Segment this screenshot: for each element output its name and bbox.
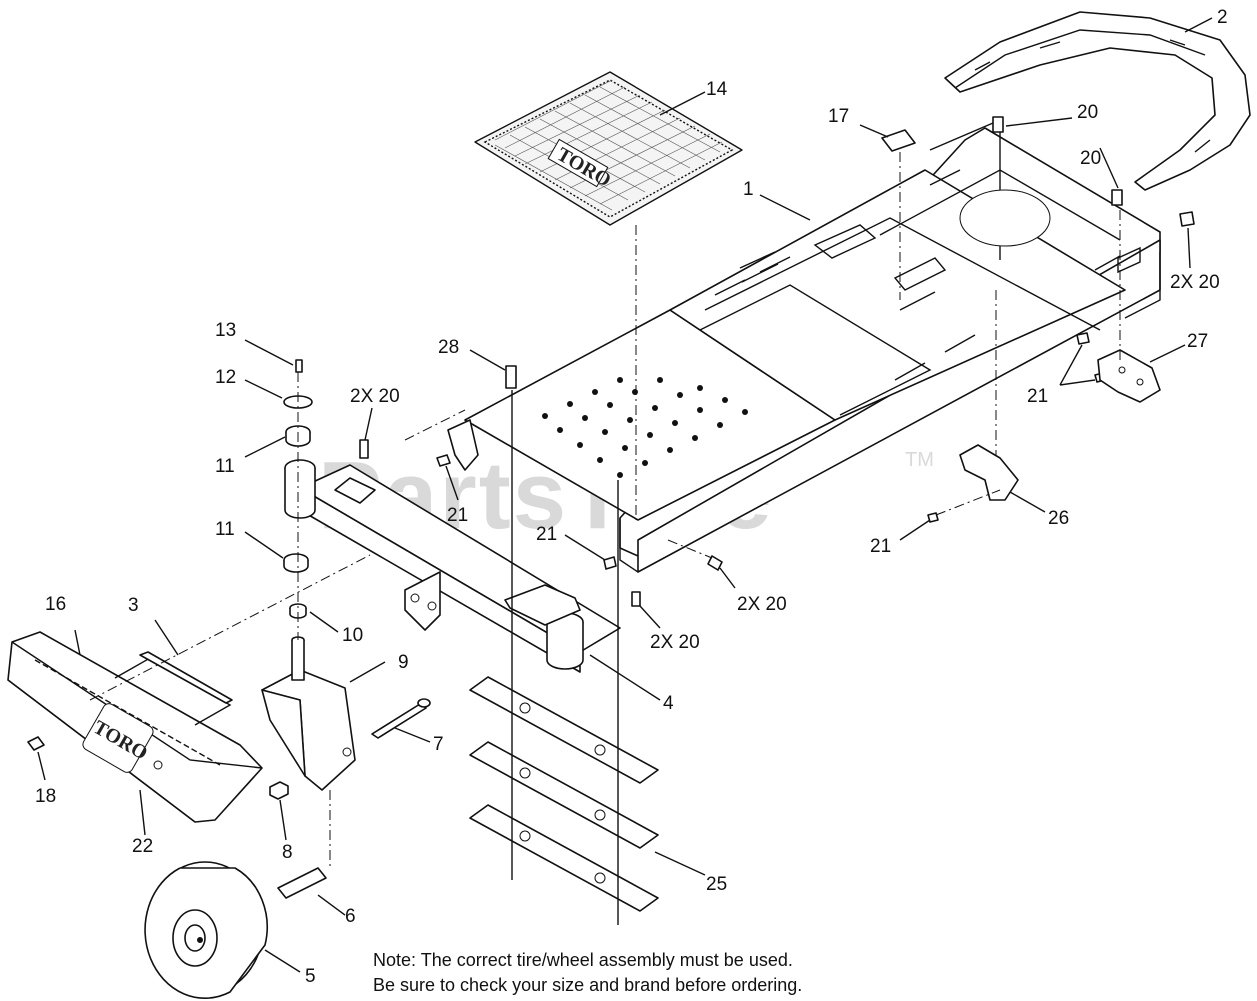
callout-21-left: 21 — [447, 505, 468, 526]
main-frame — [464, 118, 1161, 573]
caster-fork — [261, 636, 356, 791]
front-shroud: TORO — [7, 631, 263, 823]
callout-2x20-center: 2X 20 — [737, 594, 787, 615]
seat-mat: TORO — [474, 71, 743, 226]
callout-21-far-right: 21 — [1027, 386, 1048, 407]
note-line-1: Note: The correct tire/wheel assembly mu… — [373, 950, 793, 970]
callout-3: 3 — [128, 595, 139, 616]
spacer-plates — [469, 390, 659, 925]
callout-17: 17 — [828, 106, 849, 127]
callouts: 2 1 3 4 5 6 7 8 9 10 11 11 12 13 14 16 1… — [35, 7, 1228, 987]
assembly-lines — [89, 152, 1121, 870]
hardware — [27, 116, 1195, 899]
callout-13: 13 — [215, 320, 236, 341]
note-line-2: Be sure to check your size and brand bef… — [373, 975, 802, 995]
callout-1: 1 — [743, 179, 754, 200]
callout-2x20-left: 2X 20 — [350, 386, 400, 407]
callout-11-upper: 11 — [215, 456, 235, 477]
callout-22: 22 — [132, 836, 153, 857]
callout-9: 9 — [398, 652, 409, 673]
shroud-strip — [139, 651, 233, 704]
callout-20-lower: 20 — [1080, 148, 1101, 169]
front-axle — [284, 459, 621, 673]
callout-25: 25 — [706, 874, 727, 895]
callout-27: 27 — [1187, 331, 1208, 352]
callout-2: 2 — [1217, 7, 1228, 28]
callout-14: 14 — [706, 79, 728, 100]
caster-wheel — [144, 861, 268, 999]
callout-6: 6 — [345, 906, 356, 927]
callout-12: 12 — [215, 367, 236, 388]
callout-11-lower: 11 — [215, 519, 235, 540]
callout-26: 26 — [1048, 508, 1069, 529]
callout-20-upper: 20 — [1077, 102, 1098, 123]
callout-8: 8 — [282, 842, 293, 863]
callout-2x20-lower: 2X 20 — [650, 632, 700, 653]
callout-10: 10 — [342, 625, 363, 646]
callout-7: 7 — [433, 734, 444, 755]
callout-21-right: 21 — [870, 536, 891, 557]
callout-16: 16 — [45, 594, 66, 615]
callout-2x20-right: 2X 20 — [1170, 272, 1220, 293]
leader-lines — [37, 17, 1213, 973]
callout-4: 4 — [663, 693, 674, 714]
watermark-trademark: TM — [905, 449, 934, 471]
callout-21-center: 21 — [536, 524, 557, 545]
callout-28: 28 — [438, 337, 459, 358]
handle-bar — [944, 11, 1251, 191]
callout-5: 5 — [305, 966, 316, 987]
callout-18: 18 — [35, 786, 56, 807]
